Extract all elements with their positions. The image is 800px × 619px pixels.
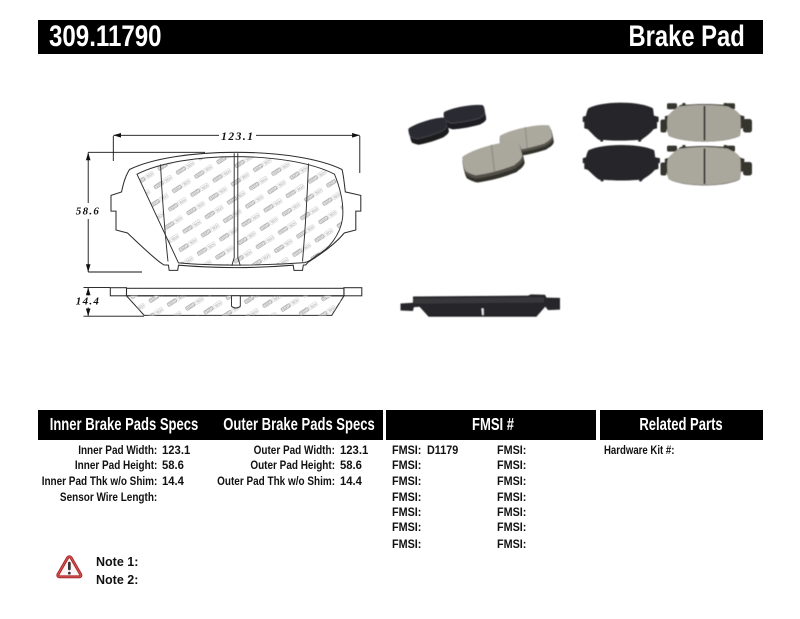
svg-text:58.6: 58.6: [76, 206, 100, 218]
svg-text:123.1: 123.1: [221, 131, 254, 143]
svg-text:14.4: 14.4: [76, 296, 100, 308]
